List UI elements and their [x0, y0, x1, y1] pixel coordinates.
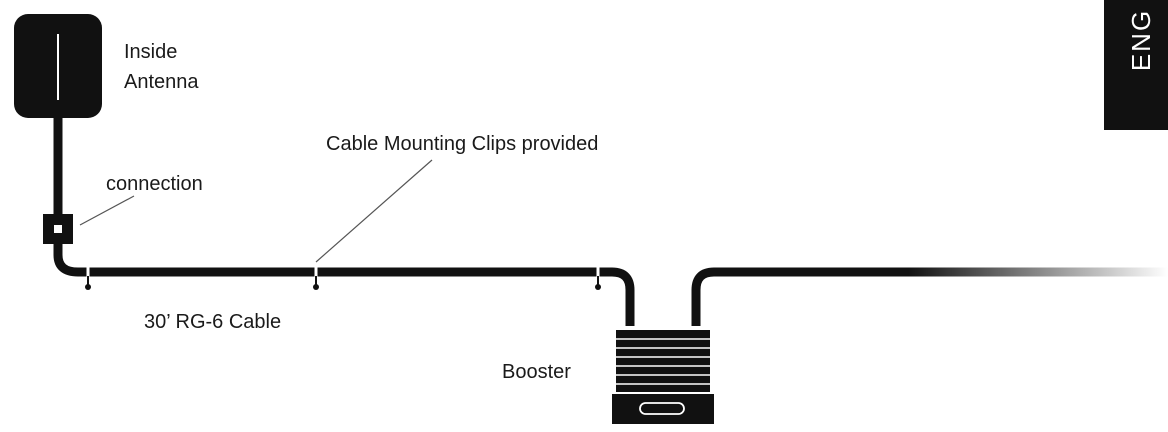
- booster-fins: [616, 330, 710, 392]
- language-tab-label: ENG: [1126, 9, 1156, 71]
- clips-leader-line: [315, 159, 433, 263]
- connection-leader-line: [79, 195, 135, 226]
- mounting-clip: [595, 262, 601, 290]
- rg6-cable: [53, 244, 635, 326]
- inside-antenna: [14, 14, 102, 118]
- connection-block: [43, 214, 73, 244]
- antenna-label-line2: Antenna: [124, 71, 199, 93]
- mounting-clip: [85, 262, 91, 290]
- antenna-label-line1: Inside: [124, 41, 177, 63]
- mounting-clip: [313, 262, 319, 290]
- clips-label: Cable Mounting Clips provided: [326, 133, 598, 155]
- booster-port: [639, 402, 685, 415]
- booster-base: [612, 394, 714, 424]
- language-tab[interactable]: ENG: [1104, 0, 1168, 130]
- booster: [612, 330, 714, 424]
- output-cable: [691, 267, 1168, 326]
- connection-label: connection: [106, 173, 203, 195]
- booster-label: Booster: [502, 361, 571, 383]
- cable-label: 30’ RG-6 Cable: [144, 311, 281, 333]
